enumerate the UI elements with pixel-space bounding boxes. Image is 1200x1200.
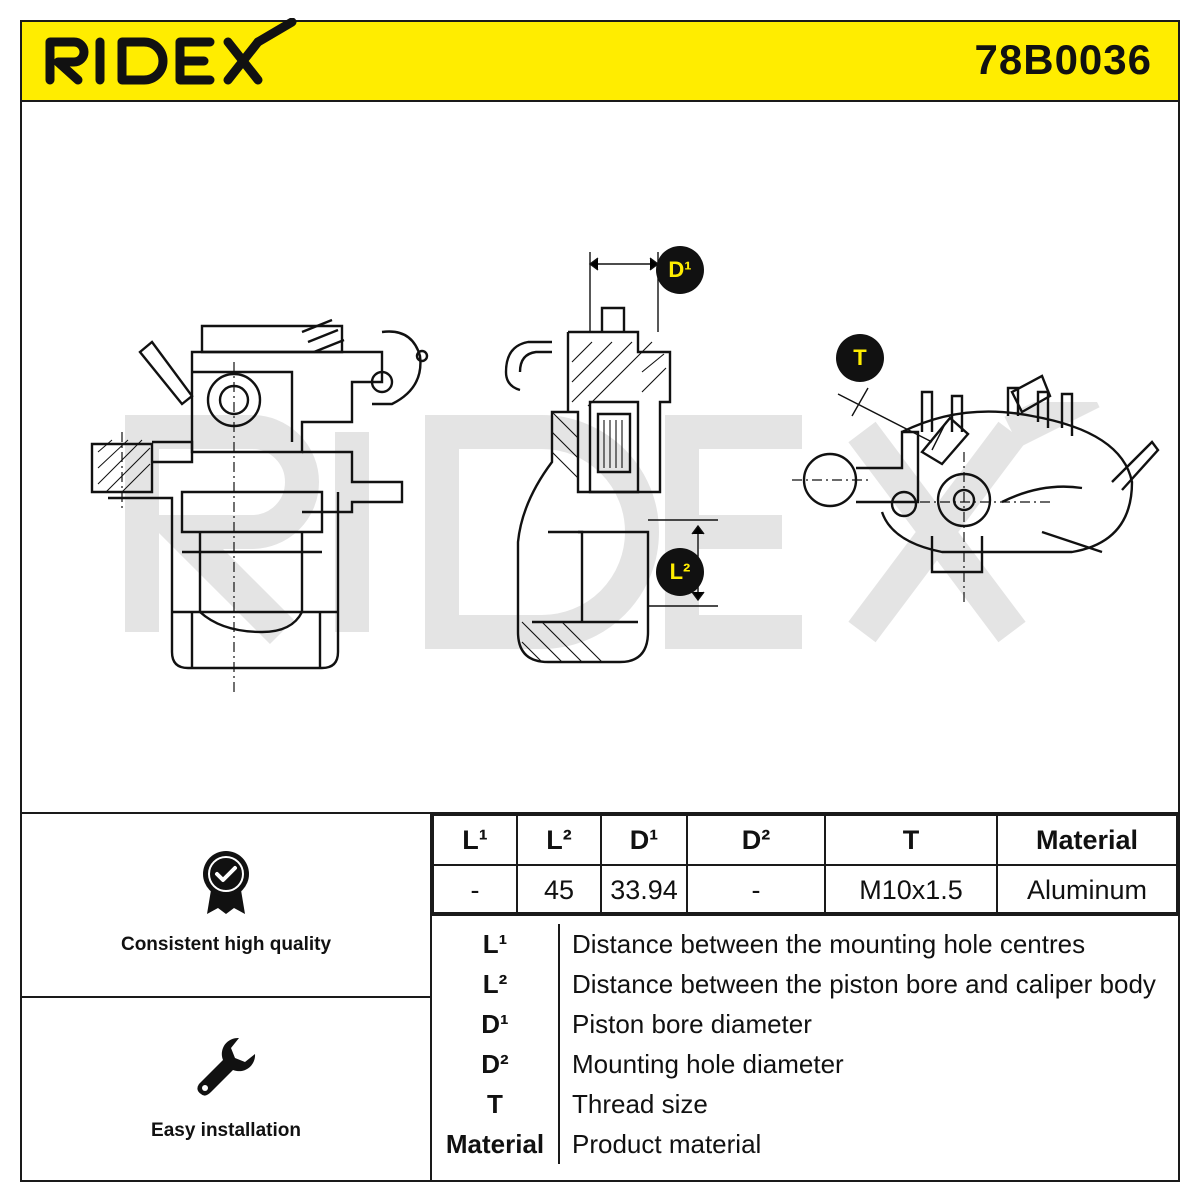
feature-installation-label: Easy installation <box>151 1120 301 1141</box>
caliper-back-view <box>792 374 1160 602</box>
caliper-side-view <box>90 318 429 692</box>
legend-key: L² <box>432 964 560 1004</box>
dimension-badge-d1: D¹ <box>656 246 704 294</box>
wrench-icon <box>197 1037 256 1096</box>
spec-header-l1: L¹ <box>432 814 518 866</box>
legend-key: Material <box>432 1124 560 1164</box>
caliper-section-view <box>504 252 718 664</box>
specs-table: L¹ L² D¹ D² T Material - 45 33.94 - M10x… <box>432 814 1178 916</box>
legend-key: T <box>432 1084 560 1124</box>
spec-header-d2: D² <box>686 814 826 866</box>
spec-value-l2: 45 <box>516 864 602 916</box>
feature-installation: Easy installation <box>22 1034 430 1142</box>
spec-value-d1: 33.94 <box>600 864 688 916</box>
legend-desc: Thread size <box>572 1088 708 1119</box>
header-bar <box>20 20 1180 102</box>
spec-header-l2: L² <box>516 814 602 866</box>
legend-row: D¹ Piston bore diameter <box>432 1004 1178 1044</box>
specs-value-row: - 45 33.94 - M10x1.5 Aluminum <box>432 864 1178 916</box>
spec-header-d1: D¹ <box>600 814 688 866</box>
feature-quality: Consistent high quality <box>22 850 430 956</box>
technical-drawing: D¹ L² T <box>22 102 1178 812</box>
part-number: 78B0036 <box>974 36 1152 83</box>
legend-row: L² Distance between the piston bore and … <box>432 964 1178 1004</box>
legend-desc: Distance between the mounting hole centr… <box>572 928 1086 959</box>
legend-row: Material Product material <box>432 1124 1178 1164</box>
spec-header-t: T <box>824 814 998 866</box>
ridex-logo <box>45 18 297 85</box>
legend-key: L¹ <box>432 924 560 964</box>
legend-desc: Product material <box>572 1128 762 1159</box>
dimension-badge-l2: L² <box>656 548 704 596</box>
legend-top-border <box>432 912 1178 914</box>
legend-desc: Mounting hole diameter <box>572 1048 844 1079</box>
legend-row: L¹ Distance between the mounting hole ce… <box>432 924 1178 964</box>
specs-header-row: L¹ L² D¹ D² T Material <box>432 814 1178 866</box>
spec-value-material: Aluminum <box>996 864 1178 916</box>
spec-header-material: Material <box>996 814 1178 866</box>
spec-value-l1: - <box>432 864 518 916</box>
legend-desc: Piston bore diameter <box>572 1008 812 1039</box>
spec-value-t: M10x1.5 <box>824 864 998 916</box>
legend-row: D² Mounting hole diameter <box>432 1044 1178 1084</box>
feature-divider <box>20 996 432 998</box>
legend-row: T Thread size <box>432 1084 1178 1124</box>
legend-table: L¹ Distance between the mounting hole ce… <box>432 924 1178 1164</box>
legend-key: D¹ <box>432 1004 560 1044</box>
dimension-badge-t: T <box>836 334 884 382</box>
spec-value-d2: - <box>686 864 826 916</box>
info-panel <box>20 812 1180 1182</box>
feature-quality-label: Consistent high quality <box>120 934 332 955</box>
legend-desc: Distance between the piston bore and cal… <box>572 968 1156 999</box>
quality-badge-icon <box>203 851 249 914</box>
legend-key: D² <box>432 1044 560 1084</box>
